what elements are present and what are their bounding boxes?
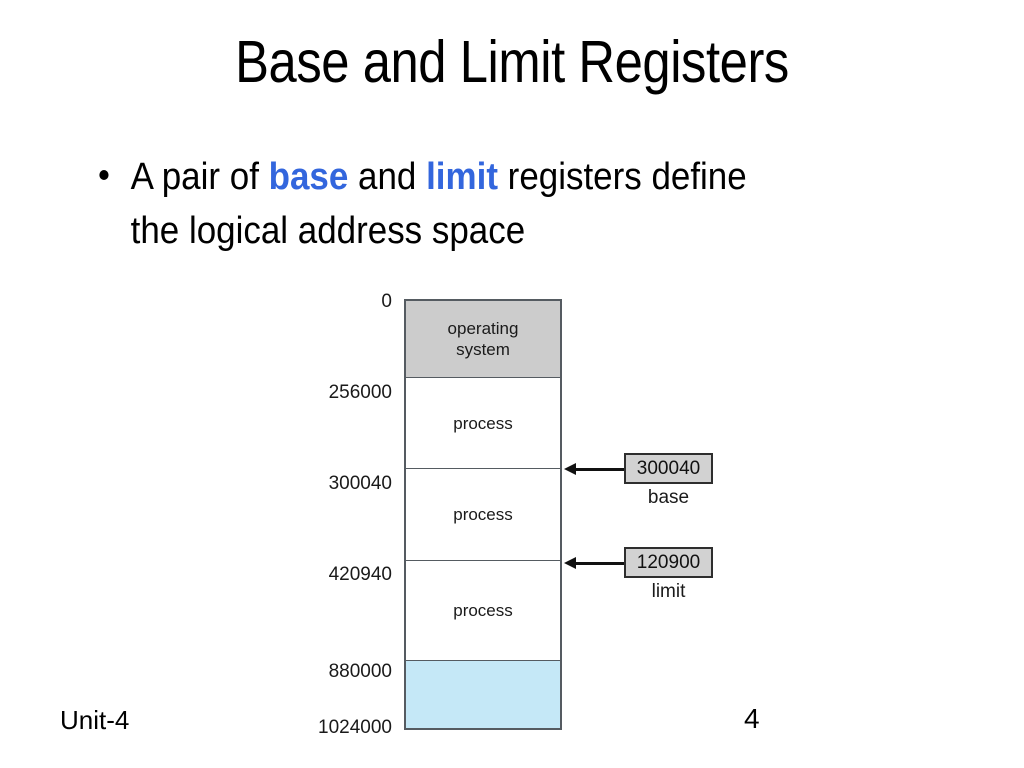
bullet-text-mid: and bbox=[348, 156, 427, 198]
os-block-line1: operating bbox=[447, 319, 519, 338]
footer-unit-label: Unit-4 bbox=[60, 705, 130, 735]
bullet-text-pre: A pair of bbox=[130, 156, 269, 198]
address-label-300040: 300040 bbox=[328, 473, 392, 494]
memory-block-process-3: process bbox=[406, 560, 560, 660]
arrow-left-icon-limit bbox=[564, 556, 576, 569]
memory-layout-diagram: 0 256000 300040 420940 880000 1024000 op… bbox=[300, 288, 740, 748]
footer-page-number: 4 bbox=[744, 703, 760, 734]
register-callout-base: 300040 base bbox=[564, 453, 724, 509]
memory-block-process-2: process bbox=[406, 468, 560, 560]
limit-register-caption: limit bbox=[651, 581, 686, 602]
limit-register-value: 120900 bbox=[624, 547, 713, 578]
arrow-line-limit bbox=[572, 561, 626, 565]
bullet-text-post: registers define the logical address spa… bbox=[130, 156, 747, 252]
base-register-caption: base bbox=[647, 487, 690, 508]
process-2-label: process bbox=[453, 505, 513, 524]
memory-column: operating system process process process bbox=[404, 299, 562, 730]
address-label-1024000: 1024000 bbox=[318, 717, 392, 738]
keyword-base: base bbox=[268, 156, 349, 198]
list-item: A pair of base and limit registers defin… bbox=[92, 150, 791, 258]
arrow-line-base bbox=[572, 467, 626, 471]
register-callout-limit: 120900 limit bbox=[564, 547, 724, 603]
address-label-880000: 880000 bbox=[328, 661, 392, 682]
address-label-0: 0 bbox=[381, 291, 392, 312]
address-label-256000: 256000 bbox=[328, 382, 392, 403]
keyword-limit: limit bbox=[426, 156, 498, 198]
bullet-marker-icon bbox=[99, 170, 109, 180]
memory-block-operating-system: operating system bbox=[406, 301, 560, 377]
process-1-label: process bbox=[453, 413, 513, 433]
arrow-left-icon-base bbox=[564, 462, 576, 475]
base-register-value: 300040 bbox=[624, 453, 713, 484]
process-3-label: process bbox=[453, 601, 513, 620]
memory-block-process-1: process bbox=[406, 377, 560, 468]
os-block-line2: system bbox=[456, 340, 510, 359]
bullet-list: A pair of base and limit registers defin… bbox=[92, 150, 852, 258]
memory-block-free-space bbox=[406, 660, 560, 728]
address-label-420940: 420940 bbox=[328, 564, 392, 585]
page-title: Base and Limit Registers bbox=[235, 29, 789, 95]
